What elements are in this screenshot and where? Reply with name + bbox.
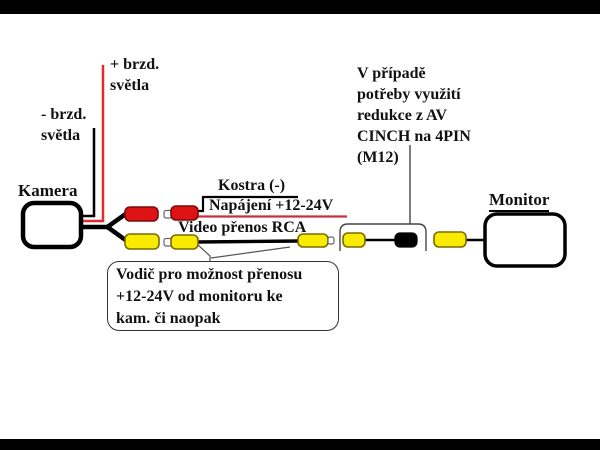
video-wire-label: Video přenos RCA xyxy=(178,219,307,236)
brake-minus-line2: světla xyxy=(41,127,81,144)
letterbox-top xyxy=(0,0,600,14)
rca-connector-yellow-cable-side xyxy=(170,234,199,250)
power-transfer-note-bubble: Vodič pro možnost přenosu +12-24V od mon… xyxy=(107,261,339,331)
reducer-bracket xyxy=(339,223,427,251)
bubble-line1: Vodič pro možnost přenosu xyxy=(116,266,303,283)
reducer-note-line1: V případě xyxy=(357,65,426,82)
reducer-note: V případě potřeby využití redukce z AV C… xyxy=(357,63,471,168)
brake-plus-line1: + brzd. xyxy=(110,56,160,73)
bubble-line2: +12-24V od monitoru ke xyxy=(116,288,283,305)
power-wire-label: Napájení +12-24V xyxy=(209,197,334,214)
rca-connector-yellow-camera-side xyxy=(124,233,160,250)
video-cable xyxy=(196,239,300,244)
bubble-pointer-line-right xyxy=(210,246,291,259)
brake-minus-line1: - brzd. xyxy=(41,106,87,123)
brake-minus-wire xyxy=(82,128,96,218)
reducer-note-line3: redukce z AV xyxy=(357,107,448,124)
monitor-label: Monitor xyxy=(489,190,550,212)
brake-plus-wire xyxy=(82,65,105,223)
ground-wire-line xyxy=(197,195,298,213)
camera-cable-branch-video xyxy=(104,224,129,243)
rca-plug-tip-reducer xyxy=(327,236,335,245)
rca-connector-red-camera-side xyxy=(124,206,159,222)
brake-plus-line2: světla xyxy=(110,77,150,94)
reducer-rca-end xyxy=(342,232,366,248)
reducer-note-line5: (M12) xyxy=(357,149,399,166)
reducer-note-line4: CINCH na 4PIN xyxy=(357,128,471,145)
brake-plus-label: + brzd. světla xyxy=(110,54,159,96)
rca-connector-red-cable-side xyxy=(170,205,199,221)
letterbox-bottom xyxy=(0,439,600,450)
bubble-line3: kam. či naopak xyxy=(116,310,221,327)
bubble-pointer-line-left xyxy=(196,243,211,261)
camera-box xyxy=(20,200,84,250)
monitor-box xyxy=(483,212,567,268)
ground-wire-label: Kostra (-) xyxy=(218,177,286,194)
reducer-4pin-m12-end xyxy=(394,232,418,248)
camera-label: Kamera xyxy=(18,181,78,200)
monitor-video-connector xyxy=(433,231,467,248)
camera-cable-branch-power xyxy=(104,211,129,230)
reducer-note-line2: potřeby využití xyxy=(357,86,461,103)
brake-minus-label: - brzd. světla xyxy=(41,104,86,146)
